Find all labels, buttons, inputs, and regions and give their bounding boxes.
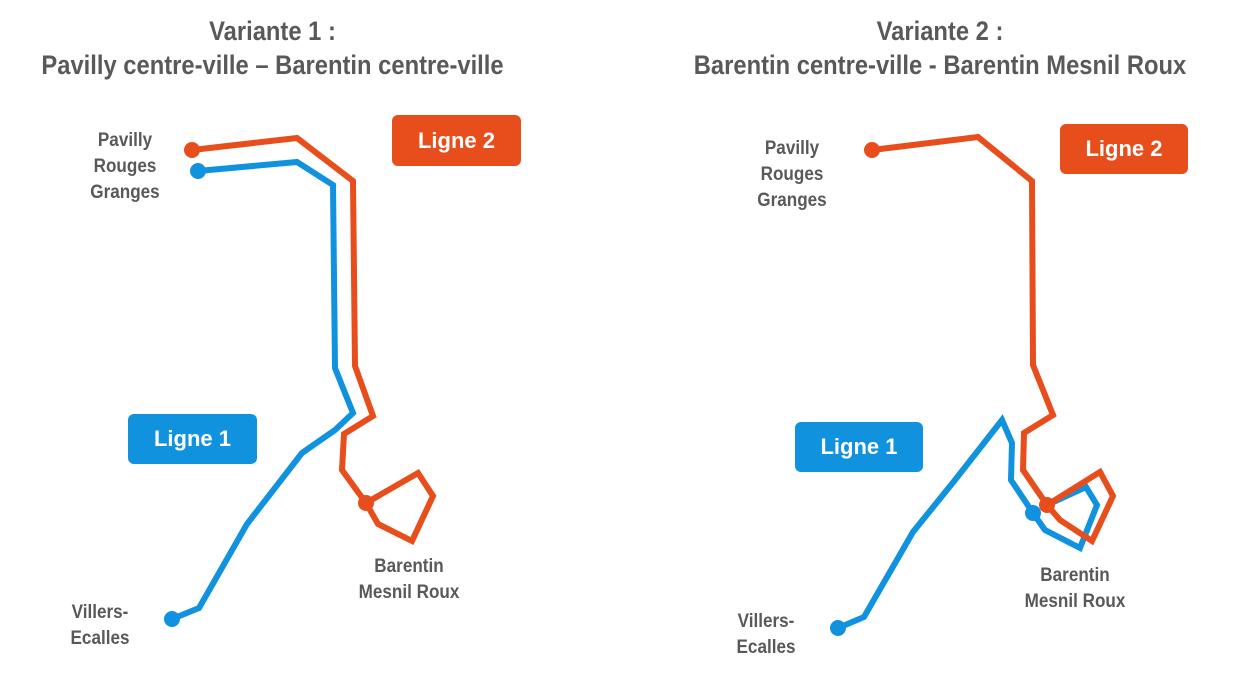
variant1-stop-pavilly: Pavilly Rouges Granges — [85, 128, 166, 206]
stop-label-line: Granges — [757, 190, 827, 211]
variant2-title-line2: Barentin centre-ville - Barentin Mesnil … — [693, 50, 1187, 80]
variant2-title: Variante 2 : Barentin centre-ville - Bar… — [685, 14, 1195, 82]
stop-label-line: Ecalles — [70, 628, 130, 649]
stop-label-line: Rouges — [93, 156, 157, 177]
variant1-stop-villers: Villers- Ecalles — [60, 600, 141, 652]
stop-label-line: Pavilly — [97, 130, 153, 151]
stop-label-line: Rouges — [760, 164, 824, 185]
variant1-title-line2: Pavilly centre-ville – Barentin centre-v… — [41, 50, 504, 80]
variant2-stop-barentin: Barentin Mesnil Roux — [1017, 563, 1132, 615]
stop-label-line: Mesnil Roux — [1024, 591, 1126, 612]
variant1-title-line1: Variante 1 : — [209, 16, 336, 46]
variant2-badge-ligne2: Ligne 2 — [1060, 124, 1188, 174]
variant1-title: Variante 1 : Pavilly centre-ville – Bare… — [33, 14, 513, 82]
variant1-ligne2-terminus-dot — [358, 495, 374, 511]
variant2-stop-villers: Villers- Ecalles — [726, 609, 807, 661]
variant1-ligne1-terminus-dot — [164, 611, 180, 627]
stop-label-line: Barentin — [1040, 565, 1110, 586]
stop-label-line: Granges — [90, 182, 160, 203]
variant2-ligne2-terminus-dot — [864, 142, 880, 158]
stop-label-line: Villers- — [71, 602, 129, 623]
variant1-ligne2-route — [191, 134, 437, 546]
variant2-badge-ligne1: Ligne 1 — [795, 422, 923, 472]
variant2-stop-pavilly: Pavilly Rouges Granges — [752, 136, 833, 214]
stop-label-line: Ecalles — [736, 637, 796, 658]
stop-label-line: Barentin — [374, 556, 444, 577]
variant2-ligne2-terminus-dot — [1039, 497, 1055, 513]
variant2-ligne1-terminus-dot — [1025, 505, 1041, 521]
variant1-ligne2-terminus-dot — [184, 142, 200, 158]
variant2-title-line1: Variante 2 : — [876, 16, 1004, 46]
variant1-ligne1-route — [170, 158, 357, 622]
variant2-ligne2-route — [871, 133, 1117, 546]
variant1-ligne1-terminus-dot — [190, 163, 206, 179]
stop-label-line: Villers- — [737, 611, 795, 632]
stop-label-line: Pavilly — [764, 138, 820, 159]
variant2-ligne1-terminus-dot — [830, 620, 846, 636]
variant1-stop-barentin: Barentin Mesnil Roux — [351, 554, 466, 606]
variant1-badge-ligne1: Ligne 1 — [128, 414, 257, 464]
stop-label-line: Mesnil Roux — [358, 582, 460, 603]
variant1-badge-ligne2: Ligne 2 — [392, 115, 521, 166]
variant2-ligne1-route — [836, 414, 1101, 631]
